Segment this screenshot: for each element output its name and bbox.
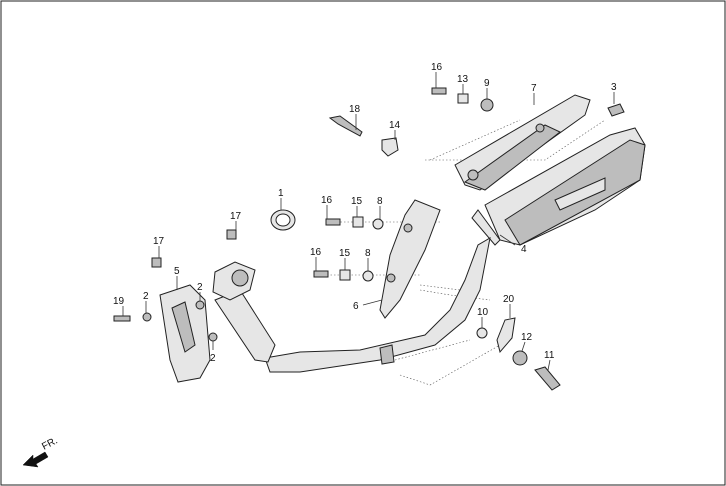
assembly-guides [320, 119, 606, 386]
callout-2-left: 2 [143, 291, 149, 302]
callout-12: 12 [521, 332, 533, 343]
callout-labels: 16 13 9 7 3 18 14 1 16 15 8 17 17 16 15 … [113, 62, 617, 364]
clip [607, 103, 625, 117]
callout-5: 5 [174, 266, 180, 277]
catalyst-chamber [212, 261, 276, 363]
callout-10: 10 [477, 307, 489, 318]
hardware [113, 87, 561, 391]
heat-shield-lower [159, 284, 211, 383]
callout-13: 13 [457, 74, 469, 85]
callout-17-upper: 17 [230, 211, 242, 222]
callout-16-mid: 16 [321, 195, 333, 206]
callout-6: 6 [353, 301, 359, 312]
callout-11: 11 [544, 350, 555, 361]
gasket [270, 209, 296, 231]
callout-15-low: 15 [339, 248, 351, 259]
callout-9: 9 [484, 78, 490, 89]
callout-16-top: 16 [431, 62, 443, 73]
exhaust-pipe [264, 237, 491, 373]
callout-2-lower: 2 [210, 353, 216, 364]
front-direction-indicator: FR. [22, 435, 60, 468]
heat-shield-upper [454, 94, 591, 191]
callout-20: 20 [503, 294, 515, 305]
callout-3: 3 [611, 82, 617, 93]
callout-8-mid: 8 [377, 196, 383, 207]
leader-lines [122, 72, 615, 371]
callout-17-lower: 17 [153, 236, 165, 247]
muffler [471, 127, 646, 246]
callout-18: 18 [349, 104, 361, 115]
muffler-bracket [379, 199, 441, 319]
callout-2-upper: 2 [197, 282, 203, 293]
callout-15-mid: 15 [351, 196, 363, 207]
callout-8-low: 8 [365, 248, 371, 259]
callout-16-low: 16 [310, 247, 322, 258]
callout-7: 7 [531, 83, 537, 94]
callout-4: 4 [521, 244, 527, 255]
callout-19: 19 [113, 296, 125, 307]
callout-14: 14 [389, 120, 401, 131]
arrow-icon [22, 451, 49, 468]
direction-label: FR. [40, 435, 59, 452]
callout-1: 1 [278, 188, 284, 199]
